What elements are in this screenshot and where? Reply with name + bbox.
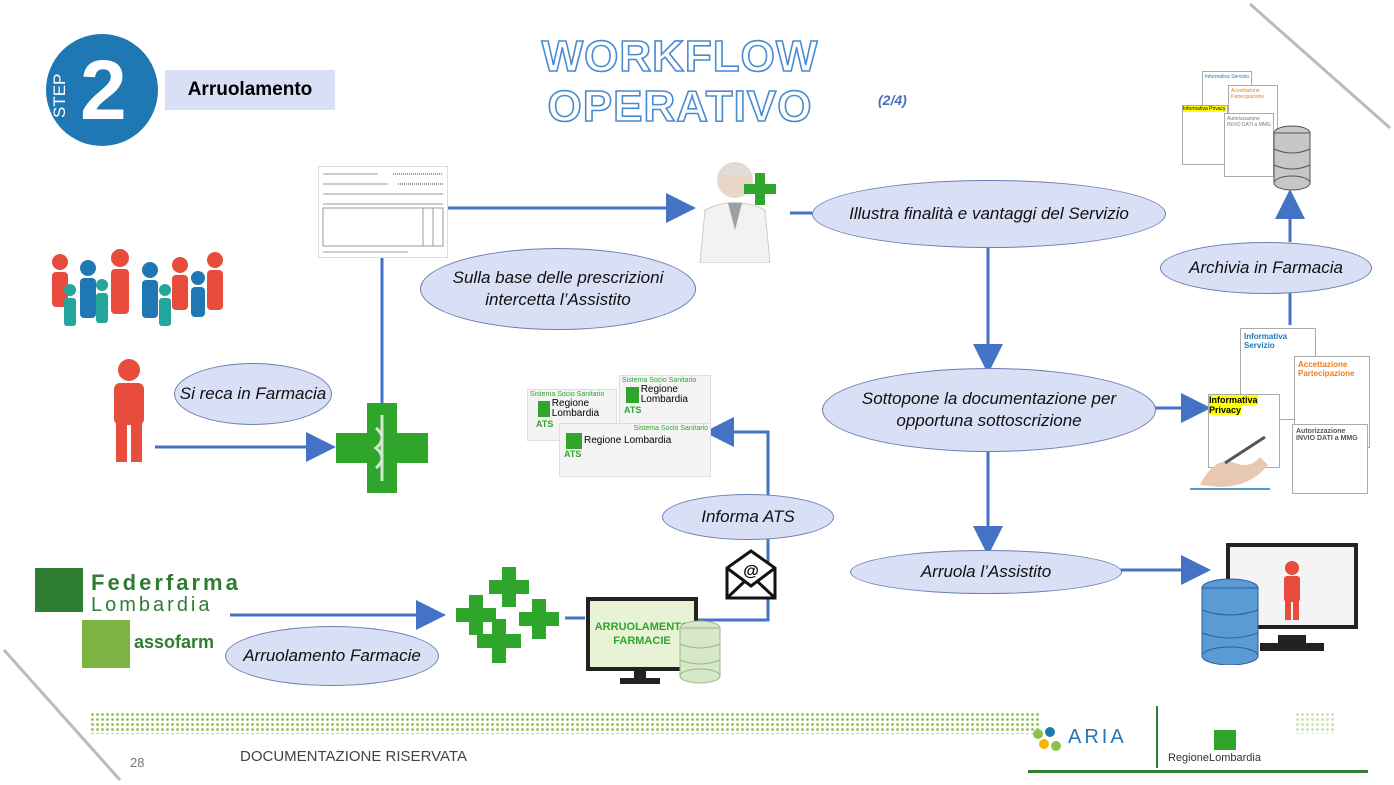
signing-hand-icon (1190, 435, 1270, 490)
monitor-stand (620, 670, 660, 684)
aria-mark-icon (1033, 727, 1061, 751)
aria-logo: ARIA (1030, 722, 1140, 762)
node-illustra: Illustra finalità e vantaggi del Servizi… (812, 180, 1166, 248)
pharmacy-network-icon (456, 567, 559, 663)
page-title: WORKFLOW OPERATIVO (541, 31, 819, 132)
federfarma-mark-icon (35, 568, 83, 612)
document-autorizzazione: Autorizzazione INVIO DATI a MMG (1224, 113, 1274, 177)
node-sottopone: Sottopone la documentazione per opportun… (822, 368, 1156, 452)
ats-logo-card: Sistema Socio Sanitario Regione Lombardi… (559, 423, 711, 477)
email-at-symbol: @ (743, 563, 759, 580)
step-number: 2 (80, 43, 127, 137)
prescription-document-icon (318, 166, 448, 258)
regione-mark-icon (1214, 730, 1236, 750)
patient-database-icon (1201, 543, 1358, 665)
federfarma-logo: Federfarma Lombardia (35, 566, 245, 616)
signature-documents: Informativa Servizio Accettazione Partec… (1190, 320, 1370, 494)
document-privacy: Informativa Privacy (1208, 394, 1280, 468)
pharmacy-cross-icon (336, 403, 428, 493)
step-title: Arruolamento (165, 70, 335, 110)
node-informa-ats: Informa ATS (662, 494, 834, 540)
document-privacy: Informativa Privacy (1182, 105, 1228, 165)
node-arruolamento-farmacie: Arruolamento Farmacie (225, 626, 439, 686)
monitor-label: ARRUOLAMENTO FARMACIE (594, 621, 690, 647)
footer-green-line (1028, 770, 1368, 773)
assofarm-mark-icon (82, 620, 130, 668)
database-small-icon (679, 620, 721, 684)
email-icon: @ (725, 549, 777, 600)
footer-band-end (1295, 712, 1335, 734)
node-sulla-base: Sulla base delle prescrizioni intercetta… (420, 248, 696, 330)
ats-logo-card: Sistema Socio Sanitario Regione Lombardi… (619, 375, 711, 427)
node-archivia: Archivia in Farmacia (1160, 242, 1372, 294)
ats-logos: Sistema Socio Sanitario Regione Lombardi… (525, 375, 715, 485)
person-icon (114, 359, 144, 462)
node-arruola: Arruola l’Assistito (850, 550, 1122, 594)
node-si-reca: Si reca in Farmacia (174, 363, 332, 425)
logo-divider (1156, 706, 1158, 768)
regione-logo-text: RegioneLombardia (1168, 752, 1261, 764)
archive-documents: Informativa Servizio Accettazione Partec… (1180, 65, 1320, 191)
database-archive-icon (1273, 125, 1311, 191)
step-badge (46, 34, 158, 146)
assofarm-logo: assofarm (82, 620, 232, 668)
pharmacist-icon (699, 162, 776, 263)
footer-confidential: DOCUMENTAZIONE RISERVATA (240, 748, 467, 765)
family-group-icon (52, 249, 223, 326)
page-number: 28 (130, 755, 145, 770)
page-indicator: (2/4) (878, 92, 907, 108)
document-autorizzazione: Autorizzazione INVIO DATI a MMG (1292, 424, 1368, 494)
footer-band (90, 712, 1040, 734)
